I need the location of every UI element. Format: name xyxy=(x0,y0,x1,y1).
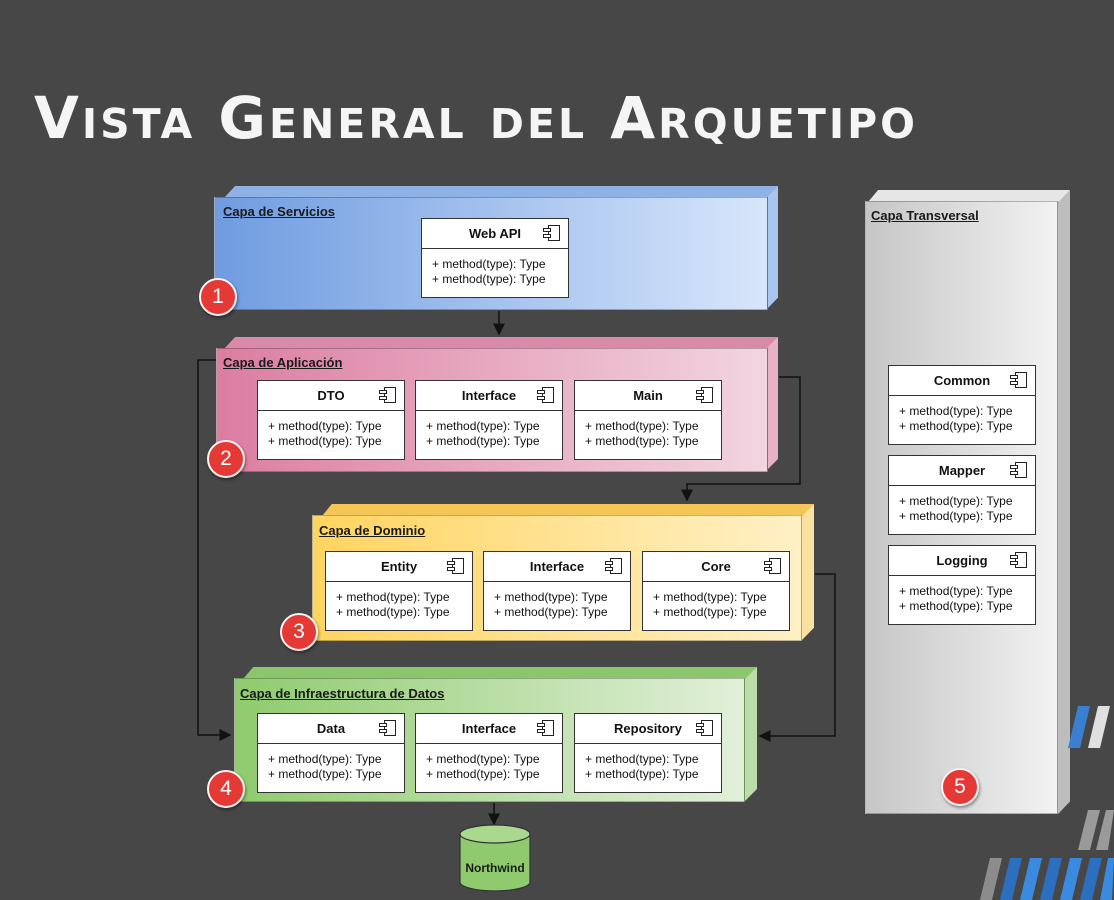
component-icon xyxy=(764,558,781,574)
component-name: Common xyxy=(933,373,991,388)
method-line: + method(type): Type xyxy=(585,434,699,448)
component-app-interface[interactable]: Interface + method(type): Type+ method(t… xyxy=(415,380,563,460)
slide-title: Vista General del Arquetipo xyxy=(34,84,919,152)
component-main[interactable]: Main + method(type): Type+ method(type):… xyxy=(574,380,722,460)
method-line: + method(type): Type xyxy=(899,509,1013,523)
method-line: + method(type): Type xyxy=(426,752,540,766)
method-line: + method(type): Type xyxy=(426,434,540,448)
component-name: Mapper xyxy=(938,463,986,478)
arrow-dominio-to-infraestructura xyxy=(758,573,836,742)
component-dto[interactable]: DTO + method(type): Type+ method(type): … xyxy=(257,380,405,460)
component-icon xyxy=(543,225,560,241)
component-icon xyxy=(696,720,713,736)
method-line: + method(type): Type xyxy=(899,599,1013,613)
method-line: + method(type): Type xyxy=(585,419,699,433)
badge-layer-4: 4 xyxy=(207,770,245,808)
component-name: Interface xyxy=(529,559,585,574)
layer-title-transversal: Capa Transversal xyxy=(871,208,979,223)
method-line: + method(type): Type xyxy=(268,767,382,781)
component-name: Web API xyxy=(468,226,521,241)
layer-title-servicios: Capa de Servicios xyxy=(223,204,335,219)
layer-title-infraestructura: Capa de Infraestructura de Datos xyxy=(240,686,445,701)
component-entity[interactable]: Entity + method(type): Type+ method(type… xyxy=(325,551,473,631)
method-line: + method(type): Type xyxy=(494,590,608,604)
arrow-aplicacion-to-dominio xyxy=(681,376,801,502)
database-cylinder xyxy=(459,824,531,892)
component-webapi[interactable]: Web API + method(type): Type+ method(typ… xyxy=(421,218,569,298)
database-label: Northwind xyxy=(465,861,525,875)
decorative-stripes xyxy=(980,706,1114,900)
component-name: Interface xyxy=(461,388,517,403)
method-line: + method(type): Type xyxy=(585,752,699,766)
component-name: DTO xyxy=(317,388,345,403)
method-line: + method(type): Type xyxy=(268,752,382,766)
component-infra-interface[interactable]: Interface + method(type): Type+ method(t… xyxy=(415,713,563,793)
component-icon xyxy=(1010,372,1027,388)
badge-layer-5: 5 xyxy=(941,768,979,806)
layer-title-aplicacion: Capa de Aplicación xyxy=(223,355,343,370)
component-name: Interface xyxy=(461,721,517,736)
method-line: + method(type): Type xyxy=(653,605,767,619)
component-data[interactable]: Data + method(type): Type+ method(type):… xyxy=(257,713,405,793)
component-repository[interactable]: Repository + method(type): Type+ method(… xyxy=(574,713,722,793)
badge-layer-3: 3 xyxy=(280,613,318,651)
method-line: + method(type): Type xyxy=(268,434,382,448)
method-line: + method(type): Type xyxy=(494,605,608,619)
method-line: + method(type): Type xyxy=(432,257,546,271)
method-line: + method(type): Type xyxy=(432,272,546,286)
component-mapper[interactable]: Mapper + method(type): Type+ method(type… xyxy=(888,455,1036,535)
method-line: + method(type): Type xyxy=(426,767,540,781)
method-line: + method(type): Type xyxy=(426,419,540,433)
arrow-aplicacion-to-infraestructura xyxy=(197,359,232,741)
component-icon xyxy=(379,387,396,403)
badge-layer-1: 1 xyxy=(199,278,237,316)
component-icon xyxy=(537,387,554,403)
component-name: Main xyxy=(633,388,663,403)
component-core[interactable]: Core + method(type): Type+ method(type):… xyxy=(642,551,790,631)
component-icon xyxy=(379,720,396,736)
component-icon xyxy=(1010,462,1027,478)
component-name: Data xyxy=(316,721,346,736)
component-name: Entity xyxy=(380,559,418,574)
component-name: Repository xyxy=(614,721,682,736)
component-logging[interactable]: Logging + method(type): Type+ method(typ… xyxy=(888,545,1036,625)
method-line: + method(type): Type xyxy=(653,590,767,604)
method-line: + method(type): Type xyxy=(268,419,382,433)
method-line: + method(type): Type xyxy=(336,590,450,604)
method-line: + method(type): Type xyxy=(899,584,1013,598)
method-line: + method(type): Type xyxy=(899,494,1013,508)
component-icon xyxy=(605,558,622,574)
badge-layer-2: 2 xyxy=(207,440,245,478)
method-line: + method(type): Type xyxy=(899,419,1013,433)
component-icon xyxy=(447,558,464,574)
method-line: + method(type): Type xyxy=(899,404,1013,418)
method-line: + method(type): Type xyxy=(585,767,699,781)
component-common[interactable]: Common + method(type): Type+ method(type… xyxy=(888,365,1036,445)
component-icon xyxy=(1010,552,1027,568)
component-icon xyxy=(696,387,713,403)
layer-title-dominio: Capa de Dominio xyxy=(319,523,426,538)
component-icon xyxy=(537,720,554,736)
component-name: Core xyxy=(701,559,731,574)
component-dom-interface[interactable]: Interface + method(type): Type+ method(t… xyxy=(483,551,631,631)
component-name: Logging xyxy=(936,553,988,568)
method-line: + method(type): Type xyxy=(336,605,450,619)
